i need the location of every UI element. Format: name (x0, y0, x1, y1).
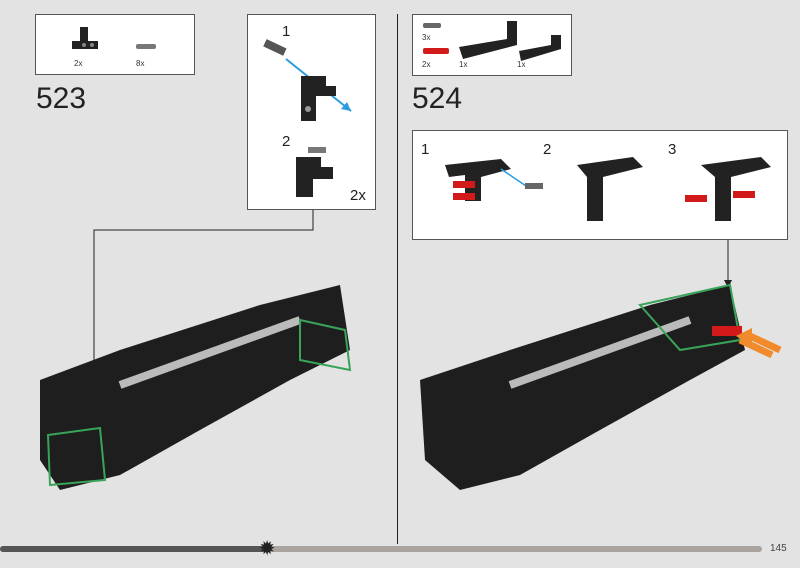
substep-3-illustration (685, 157, 771, 221)
progress-fill (0, 546, 267, 552)
pin-part (136, 44, 156, 49)
subassembly-box-523: 1 2 2x (247, 14, 376, 210)
substep-number: 1 (282, 23, 291, 40)
progress-bar: ✹ (0, 539, 762, 559)
substep-number: 1 (421, 141, 430, 158)
parts-list-523: 2x 8x (35, 14, 195, 75)
l-beam-part (72, 27, 98, 49)
subassembly-multiplier: 2x (350, 187, 366, 204)
pin-part (423, 23, 441, 28)
part-qty: 2x (74, 59, 83, 68)
part-qty: 2x (422, 60, 431, 69)
substep-number: 2 (543, 141, 552, 158)
part-qty: 8x (136, 59, 145, 68)
substep-1-illustration (445, 159, 543, 201)
step-number-524: 524 (412, 82, 463, 115)
substep-2-illustration (577, 157, 643, 221)
page-number: 145 (770, 543, 787, 554)
substep-number: 2 (282, 133, 291, 150)
substep-2-illustration (296, 147, 333, 197)
part-qty: 3x (422, 33, 431, 42)
angled-beam-part (519, 35, 561, 61)
parts-list-524: 3x 2x 1x 1x (412, 14, 572, 76)
part-qty: 1x (459, 60, 468, 69)
substep-1-illustration (263, 39, 352, 121)
model-524-illustration (420, 240, 782, 490)
red-pin-part (423, 48, 449, 54)
step-number-523: 523 (36, 82, 87, 115)
part-qty: 1x (517, 60, 526, 69)
page-divider (397, 14, 398, 544)
l-beam-part (459, 21, 517, 59)
progress-gear-icon: ✹ (258, 538, 276, 560)
subassembly-box-524: 1 2 3 (412, 130, 788, 240)
model-523-illustration (40, 210, 352, 490)
substep-number: 3 (668, 141, 677, 158)
